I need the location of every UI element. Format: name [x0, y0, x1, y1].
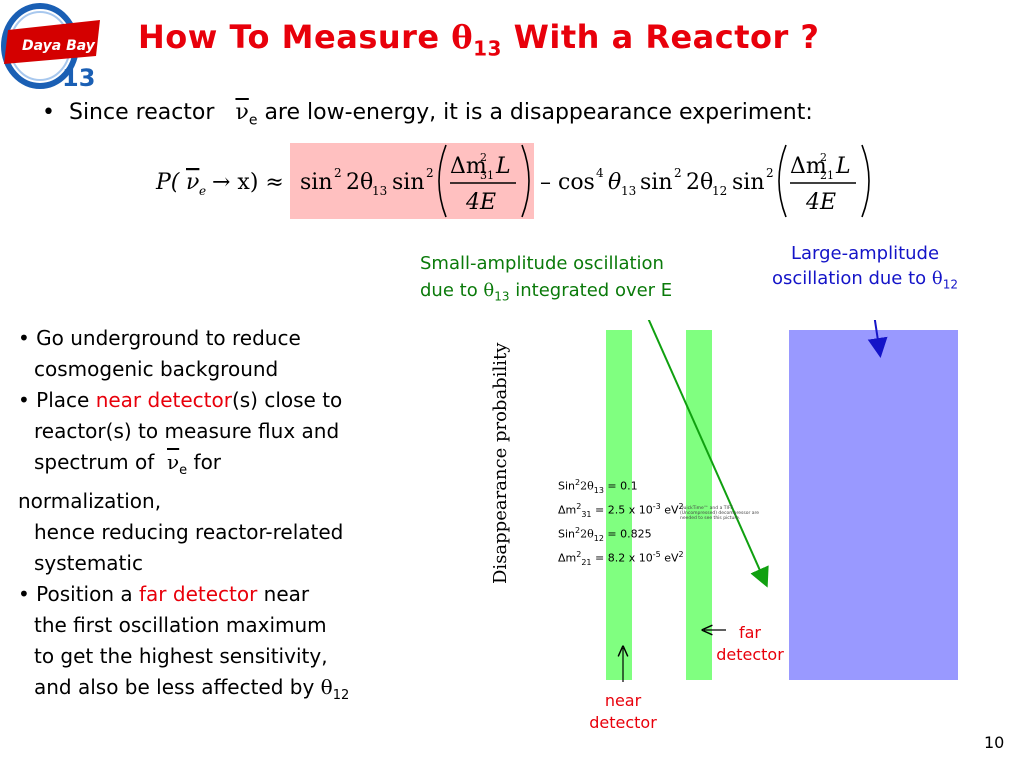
list-item: to get the highest sensitivity,: [34, 644, 328, 668]
small-amplitude-arrow: [647, 320, 769, 588]
formula-dm21-exp: 2: [820, 151, 827, 164]
formula-4E2: 4E: [805, 190, 836, 215]
formula-exp3: 2: [674, 166, 682, 180]
near-detector-label: near detector: [589, 691, 657, 732]
small-ann-line1: Small-amplitude oscillation: [420, 253, 664, 274]
title-theta: θ: [451, 18, 474, 56]
formula-exp2: 2: [426, 166, 434, 180]
formula-arrow: → x) ≈: [212, 170, 284, 195]
page-title: How To Measure θ13 With a Reactor ?: [138, 18, 819, 60]
daya-bay-logo: Daya Bay 13: [1, 3, 100, 92]
formula-lhs: P(: [155, 170, 180, 195]
page-number: 10: [984, 733, 1005, 752]
formula-minus-cos: – cos: [540, 170, 595, 195]
list-item: hence reducing reactor-related: [34, 520, 344, 544]
param-sin2theta12: Sin22θ12 = 0.825: [558, 525, 652, 543]
strategy-bullet-list: • Go underground to reduce cosmogenic ba…: [18, 323, 438, 711]
list-item: systematic: [34, 551, 143, 575]
large-amplitude-annotation: Large-amplitude oscillation due to θ12: [760, 241, 970, 298]
list-item: the first oscillation maximum: [34, 613, 327, 637]
missing-image-note: QuickTime™ and a TIFF (Uncompressed) dec…: [680, 506, 760, 521]
y-axis-label: Disappearance probability: [490, 342, 511, 584]
formula-sin3: sin: [640, 170, 673, 195]
list-item: reactor(s) to measure flux and: [34, 419, 340, 443]
formula-theta-sub13: 13: [621, 184, 636, 198]
param-sin2theta13: Sin22θ13 = 0.1: [558, 478, 638, 495]
near-detector-band: [606, 330, 632, 680]
formula-L2: L: [835, 154, 851, 179]
formula-sub13: 13: [372, 184, 387, 198]
list-item: • Position a far detector near: [18, 582, 310, 606]
nu-symbol: ν: [235, 100, 249, 125]
formula-L1: L: [495, 154, 511, 179]
large-ann-line1: Large-amplitude: [790, 243, 940, 264]
far-detector-band: [686, 330, 712, 680]
formula-nu: ν: [186, 170, 199, 195]
formula-dm31-exp: 2: [480, 151, 487, 164]
formula-2theta1: 2θ: [346, 170, 373, 195]
list-item: • Place near detector(s) close to: [18, 388, 343, 412]
bullet-marker: •: [42, 100, 55, 125]
large-ann-line2: oscillation due to θ12: [771, 268, 959, 292]
intro-bullet: • Since reactor νe are low-energy, it is…: [42, 100, 813, 128]
nu-sub: e: [248, 112, 258, 129]
small-ann-line2: due to θ13 integrated over E: [420, 280, 673, 304]
logo-subscript: 13: [62, 64, 95, 92]
list-item: normalization,: [18, 489, 162, 513]
formula-2theta12: 2θ: [686, 170, 713, 195]
formula-exp4: 4: [596, 166, 604, 180]
formula-sin4: sin: [732, 170, 765, 195]
logo-text: Daya Bay: [22, 38, 96, 54]
oscillation-parameters: Sin22θ13 = 0.1 Δm231 = 2.5 x 10-3 eV2 Si…: [558, 475, 684, 570]
list-item: • Go underground to reduce: [18, 326, 301, 350]
formula-dm21: Δm: [790, 154, 827, 179]
formula-theta13: θ: [608, 170, 621, 195]
intro-text-a: Since reactor: [68, 100, 222, 125]
small-amplitude-annotation: Small-amplitude oscillation due to θ13 i…: [420, 250, 672, 311]
formula-dm31: Δm: [450, 154, 487, 179]
formula-highlight: [290, 143, 534, 219]
far-detector-label: far detector: [716, 623, 784, 664]
formula-dm31-sub: 31: [480, 169, 494, 182]
large-oscillation-band: [789, 330, 958, 680]
disappearance-plot: [606, 320, 958, 682]
title-sub: 13: [473, 36, 502, 61]
list-item: spectrum of νe for: [34, 450, 222, 478]
intro-text-b: are low-energy, it is a disappearance ex…: [264, 100, 813, 125]
formula-nu-sub: e: [199, 184, 206, 198]
oscillation-formula: P( ν e → x) ≈ sin 2 2θ 13 sin 2 Δm 2 31 …: [155, 143, 870, 219]
title-text-a: How To Measure: [138, 18, 452, 56]
list-item: and also be less affected by θ12: [34, 675, 350, 703]
formula-4E1: 4E: [465, 190, 496, 215]
formula-sin1: sin: [300, 170, 333, 195]
param-dm21: Δm221 = 8.2 x 10-5 eV2: [558, 549, 684, 567]
formula-sin2: sin: [392, 170, 425, 195]
formula-dm21-sub: 21: [820, 169, 834, 182]
formula-exp5: 2: [766, 166, 774, 180]
formula-exp1: 2: [334, 166, 342, 180]
formula-sub12: 12: [712, 184, 727, 198]
param-dm31: Δm231 = 2.5 x 10-3 eV2: [558, 501, 684, 519]
list-item: cosmogenic background: [34, 357, 279, 381]
title-text-b: With a Reactor ?: [501, 18, 820, 56]
large-amplitude-arrow: [867, 320, 888, 358]
